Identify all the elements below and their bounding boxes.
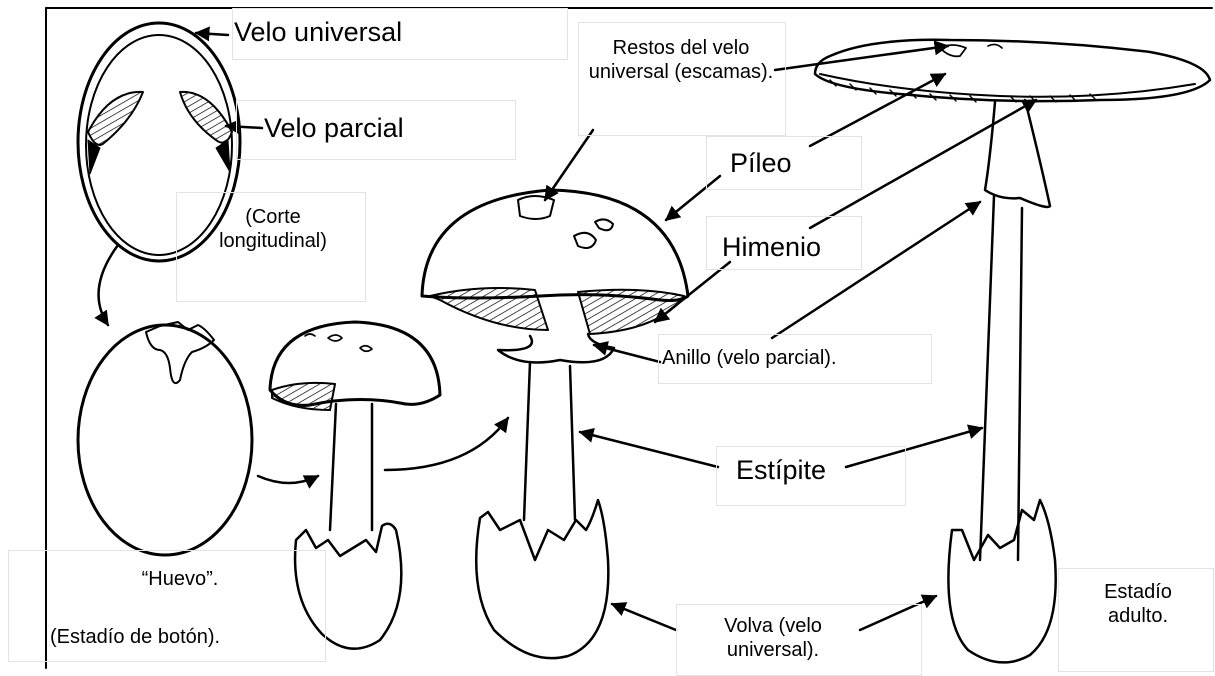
arrow-button-to-mature (385, 418, 508, 470)
label-estipite: Estípite (736, 454, 826, 486)
mature-mushroom-drawing (422, 190, 688, 658)
label-restos-velo-universal: Restos del velo universal (escamas). (588, 36, 774, 84)
arrow-section-to-egg (99, 245, 118, 325)
pointer-velo-universal (196, 33, 228, 35)
label-corte-longitudinal: (Corte longitudinal) (198, 205, 348, 253)
label-estadio-adulto: Estadío adulto. (1080, 580, 1196, 628)
label-volva: Volva (velo universal). (688, 614, 858, 662)
label-huevo: “Huevo”. (80, 567, 280, 591)
label-pileo: Píleo (730, 147, 792, 179)
pointer-estipite-middle (580, 432, 718, 467)
egg-drawing (78, 322, 252, 555)
pointer-restos-adult (775, 46, 948, 70)
pointer-volva-middle (612, 604, 676, 630)
arrow-egg-to-button (258, 476, 318, 483)
label-velo-parcial: Velo parcial (264, 112, 404, 144)
label-velo-universal: Velo universal (234, 16, 402, 48)
label-anillo: Anillo (velo parcial). (662, 346, 837, 370)
label-himenio: Himenio (722, 231, 821, 263)
label-estadio-boton: (Estadío de botón). (50, 625, 220, 649)
